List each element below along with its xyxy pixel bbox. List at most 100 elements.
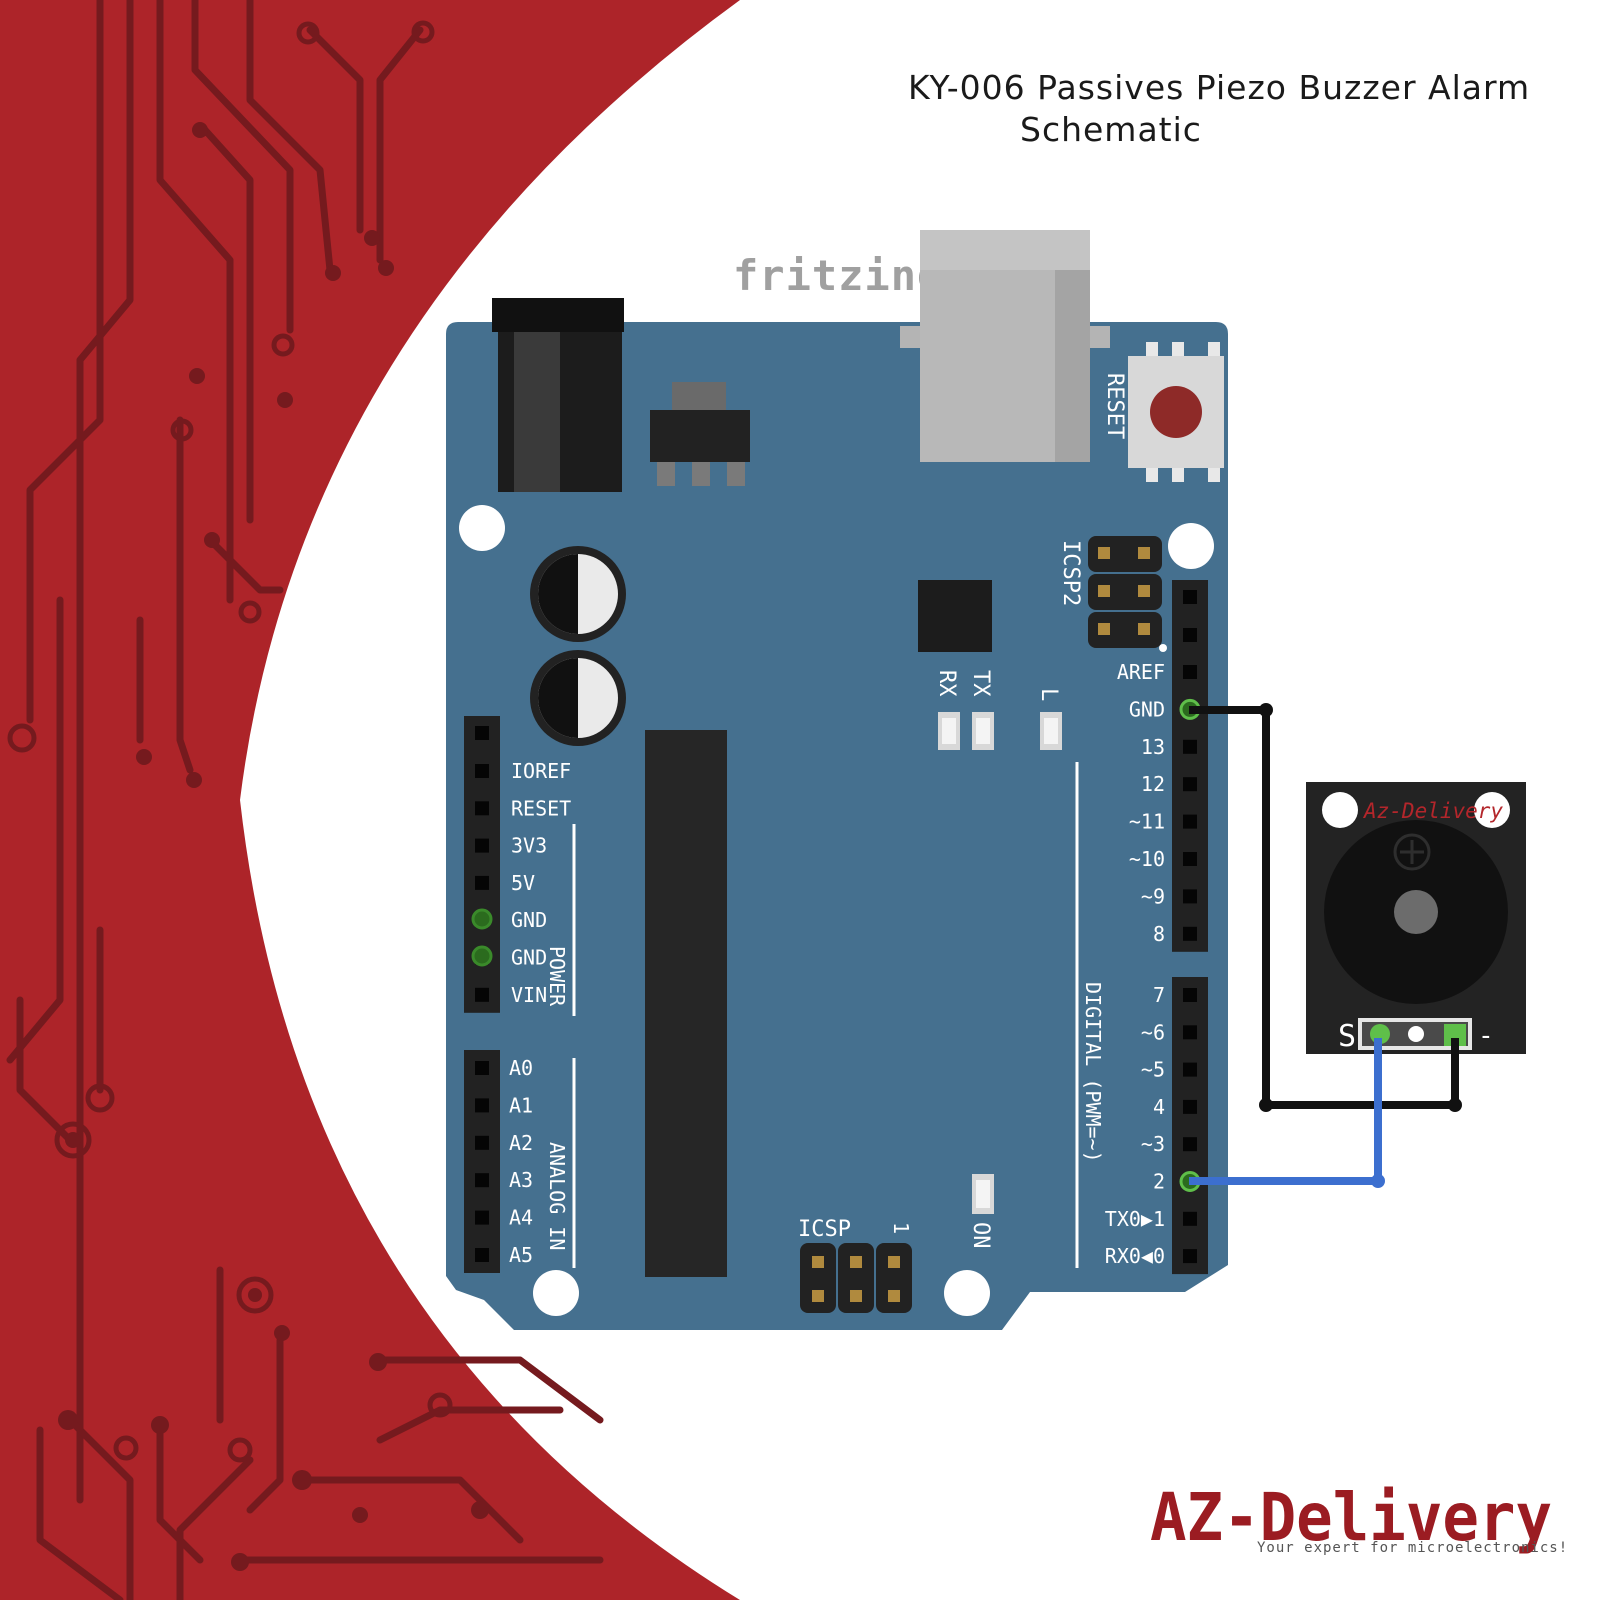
header-pin — [1183, 739, 1197, 754]
pin-label: ~9 — [1141, 884, 1165, 908]
buzzer-center — [1394, 890, 1438, 934]
header-pin — [1183, 814, 1197, 829]
wire-bend — [1259, 1098, 1273, 1112]
digital-section-label: DIGITAL (PWM=~) — [1081, 982, 1105, 1163]
capacitor — [530, 546, 626, 642]
header-pin — [1183, 590, 1197, 604]
connected-pin — [471, 945, 493, 967]
header-pin — [1183, 988, 1197, 1002]
mounting-hole — [533, 1270, 579, 1316]
wire-bend — [1259, 703, 1273, 717]
mounting-hole — [459, 505, 505, 551]
header-pin — [1183, 1249, 1197, 1264]
module-pin-s-label: S — [1338, 1019, 1356, 1054]
pin-label: RX0◀0 — [1105, 1244, 1165, 1268]
l-label: L — [1036, 688, 1061, 701]
tx-led — [972, 712, 994, 750]
header-pin — [1183, 777, 1197, 792]
header-pin — [475, 1173, 489, 1188]
diagram-title-line2: Schematic — [1020, 110, 1202, 149]
pin-label: 3V3 — [511, 834, 547, 858]
pin-label: A4 — [509, 1206, 533, 1230]
arduino-uno-board: RESET ICSP2 — [446, 230, 1228, 1330]
usb-connector — [900, 230, 1110, 462]
mounting-hole — [1168, 523, 1214, 569]
pin-label: A0 — [509, 1056, 533, 1080]
pin-label: ~11 — [1129, 810, 1165, 834]
power-section-label: POWER — [545, 946, 569, 1007]
module-pin-ground — [1444, 1024, 1466, 1046]
header-pin — [475, 1135, 489, 1150]
mounting-hole — [944, 1270, 990, 1316]
voltage-regulator — [650, 382, 750, 486]
dc-power-jack — [492, 298, 624, 492]
pin-label: ~3 — [1141, 1132, 1165, 1156]
rx-led — [938, 712, 960, 750]
header-pin — [475, 1210, 489, 1225]
pin-label: VIN — [511, 983, 547, 1007]
usb-interface-chip — [918, 580, 992, 652]
module-mounting-hole — [1322, 792, 1358, 828]
pin-label: TX0▶1 — [1105, 1207, 1165, 1231]
header-pin — [1183, 628, 1197, 642]
header-pin — [475, 801, 489, 816]
module-pin-minus-label: - — [1478, 1021, 1494, 1051]
connected-pin — [471, 908, 493, 930]
pin-label: IOREF — [511, 759, 571, 783]
pin-label: 8 — [1153, 922, 1165, 946]
header-pin — [1183, 889, 1197, 904]
header-pin — [475, 987, 489, 1002]
header-pin — [1183, 926, 1197, 941]
reset-button[interactable] — [1128, 342, 1224, 482]
polarity-plus-icon — [1393, 833, 1431, 871]
pin-label: 4 — [1153, 1095, 1165, 1119]
pin-label: A5 — [509, 1243, 533, 1267]
header-strip — [464, 1050, 500, 1273]
wire-bend — [1371, 1174, 1385, 1188]
logo-tagline: Your expert for microelectronics! — [1257, 1540, 1568, 1556]
analog-section-label: ANALOG IN — [545, 1142, 569, 1250]
header-strip — [1172, 977, 1208, 1275]
header-pin — [1183, 1137, 1197, 1152]
icsp-pin1-label: 1 — [889, 1222, 913, 1234]
tx-label: TX — [968, 670, 993, 697]
pin-label: ~5 — [1141, 1058, 1165, 1082]
header-pin — [475, 875, 489, 890]
pin-label: 5V — [511, 871, 535, 895]
logo-brand: AZ-Delivery — [1150, 1479, 1552, 1556]
ky006-buzzer-module: Az-Delivery S - — [1306, 782, 1526, 1054]
az-delivery-logo: AZ-Delivery Your expert for microelectro… — [1150, 1479, 1568, 1556]
pin-label: 7 — [1153, 983, 1165, 1007]
pin-label: A2 — [509, 1131, 533, 1155]
header-pin — [475, 838, 489, 853]
header-pin — [1183, 1099, 1197, 1114]
reset-label: RESET — [1102, 373, 1127, 439]
red-circuit-background — [0, 0, 740, 1600]
pin-label: A3 — [509, 1168, 533, 1192]
header-pin — [475, 1098, 489, 1113]
pin-label: ~6 — [1141, 1020, 1165, 1044]
icsp2-label: ICSP2 — [1058, 540, 1083, 606]
atmega-microcontroller — [645, 730, 727, 1277]
pin-label: 13 — [1141, 735, 1165, 759]
module-brand-label: Az-Delivery — [1362, 799, 1503, 823]
pin-label: GND — [511, 908, 547, 932]
header-pin — [1183, 1062, 1197, 1077]
on-label: ON — [968, 1222, 993, 1249]
board-pcb — [446, 322, 1228, 1330]
diagram-title-line1: KY-006 Passives Piezo Buzzer Alarm — [908, 68, 1531, 107]
header-pin — [475, 726, 489, 740]
header-pin — [1183, 852, 1197, 866]
wire-bend — [1448, 1098, 1462, 1112]
capacitor — [530, 650, 626, 746]
header-pin — [475, 764, 489, 778]
rx-label: RX — [934, 670, 959, 697]
pin-label: A1 — [509, 1093, 533, 1117]
header-pin — [475, 1061, 489, 1075]
module-mounting-hole — [1474, 792, 1510, 828]
header-pin — [1183, 1025, 1197, 1040]
header-pin — [1183, 1211, 1197, 1226]
